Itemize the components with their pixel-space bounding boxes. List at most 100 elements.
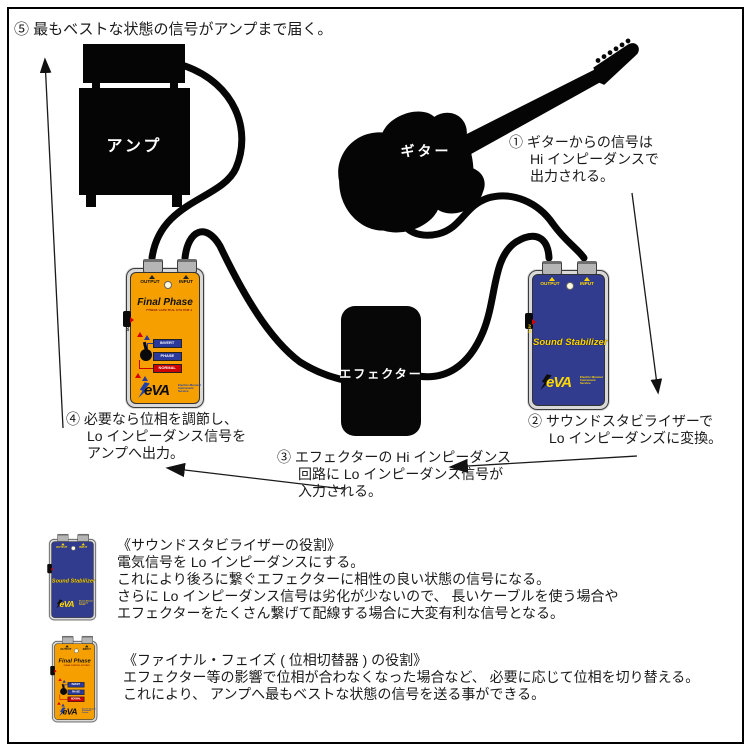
output-triangle-icon: [61, 543, 65, 546]
dc-jack-triangle-icon: [130, 317, 134, 323]
eva-logo: eVA Electric Musical Instrument Service: [540, 373, 604, 397]
eva-logo-text: eVA: [144, 382, 170, 399]
amp-label: アンプ: [106, 138, 163, 155]
output-triangle-icon: [549, 277, 555, 281]
dc-label: DC9V: [529, 324, 533, 333]
input-triangle-icon: [81, 543, 85, 546]
marker-triangle-icon: [57, 701, 61, 705]
input-label: INPUT: [82, 647, 91, 651]
marker-triangle-icon: [62, 679, 66, 683]
dc-jack-triangle-icon: [54, 669, 57, 673]
dc-jack-triangle-icon: [532, 319, 536, 325]
output-label: OUTPUT: [540, 282, 560, 287]
marker-triangle-icon: [137, 332, 143, 337]
flow-arrows: [39, 57, 663, 490]
legend-stabilizer-text: 《サウンドスタビライザーの役割》 電気信号を Lo インピーダンスにする。 これ…: [117, 537, 619, 621]
output-label: OUTPUT: [140, 280, 160, 285]
pedal-name: Sound Stabilizer: [533, 337, 608, 348]
eva-logo: eVA Electric Musical Instrument Service: [56, 599, 93, 613]
phase-toggle-switch[interactable]: [140, 341, 152, 361]
marker-triangle-icon: [61, 703, 65, 707]
dc-label: DC9V: [127, 322, 131, 331]
cables: [148, 62, 588, 384]
dc-jack: [47, 563, 52, 574]
dc-jack: [525, 313, 533, 329]
led-indicator: [74, 648, 79, 654]
marker-triangle-icon: [144, 335, 150, 340]
invert-label-plate: INVERT: [67, 682, 85, 688]
eva-logo-lines: Electric Musical Instrument Service: [580, 376, 603, 385]
output-jack: [542, 261, 562, 275]
cable-stabilizer-to-effector: [414, 233, 553, 381]
normal-label-plate: NORMAL: [153, 363, 182, 373]
pedal-face: OUTPUT INPUT Sound Stabilizer eVA Electr…: [47, 541, 96, 618]
input-triangle-icon: [183, 275, 189, 279]
marker-triangle-icon: [142, 376, 148, 381]
eva-logo-lines: Electric Musical Instrument Service: [178, 384, 201, 393]
cable-effector-to-finalphase: [181, 228, 348, 384]
step2-text: ② サウンドスタビライザーで Lo インピーダンズに変換。: [528, 413, 723, 446]
input-label: INPUT: [579, 282, 595, 287]
pedal-name: Sound Stabilizer: [51, 577, 96, 585]
step3-text: ③ エフェクターの Hi インピーダンス 回路に Lo インピーダンス信号が 入…: [277, 449, 512, 499]
output-triangle-icon: [149, 275, 155, 279]
pedal-subtitle: PHASE CONTROL SYSTEM 1: [146, 309, 193, 313]
final-phase-pedal: OUTPUT INPUT Final Phase PHASE CONTROL S…: [123, 259, 204, 408]
switch-connector-line: [59, 694, 69, 700]
output-jack: [143, 259, 163, 273]
final-phase-pedal-small: OUTPUT INPUT Final Phase PHASE CONTROL S…: [50, 635, 98, 723]
effector-label: エフェクター: [339, 367, 423, 381]
legend-finalphase-image: OUTPUT INPUT Final Phase PHASE CONTROL S…: [50, 634, 142, 751]
invert-label-plate: INVERT: [153, 339, 182, 348]
input-jack: [577, 261, 597, 275]
output-label: OUTPUT: [60, 647, 72, 651]
arrow-step1: [631, 192, 663, 395]
guitar-silhouette: [338, 38, 639, 233]
step1-text: ① ギターからの信号は Hi インピーダンスで 出力される。: [509, 134, 659, 184]
step5-text: ⑤ 最もベストな状態の信号がアンプまで届く。: [14, 21, 333, 38]
eva-logo-text: eVA: [59, 599, 74, 610]
arrow-step5: [39, 57, 64, 429]
marker-triangle-icon: [135, 373, 141, 378]
eva-logo: eVA Electric Musical Instrument Service: [59, 707, 96, 721]
pedal-face: OUTPUT INPUT Sound Stabilizer DC9V eVA E…: [525, 274, 608, 406]
output-triangle-icon: [65, 645, 69, 648]
pedal-face: OUTPUT INPUT Final Phase PHASE CONTROL S…: [50, 643, 96, 721]
input-jack: [177, 259, 197, 273]
page-border: [7, 7, 744, 744]
sound-stabilizer-pedal: OUTPUT INPUT Sound Stabilizer DC9V eVA E…: [525, 261, 609, 410]
switch-connector-line: [139, 360, 154, 369]
led-indicator: [71, 545, 76, 551]
amp-silhouette: [79, 44, 190, 207]
pedal-subtitle: PHASE CONTROL SYSTEM 1: [63, 664, 91, 667]
dc-jack-triangle-icon: [51, 567, 54, 571]
pedal-name: Final Phase: [58, 657, 91, 665]
eva-logo: eVA Electric Musical Instrument Service: [138, 381, 202, 405]
dc-jack: [50, 665, 55, 676]
effector-box: [341, 306, 421, 436]
phase-label-plate: PHASE: [67, 689, 85, 695]
dc-jack: [123, 311, 131, 327]
sound-stabilizer-pedal-small: OUTPUT INPUT Sound Stabilizer eVA Electr…: [47, 533, 96, 621]
arrow-step2: [448, 455, 638, 474]
phase-label-plate: PHASE: [153, 351, 182, 361]
marker-triangle-icon: [58, 678, 62, 682]
eva-logo-lines: Electric Musical Instrument Service: [82, 708, 96, 714]
arrow-step3: [165, 462, 345, 490]
step4-text: ④ 必要なら位相を調節し、 Lo インピーダンス信号を アンプへ出力。: [66, 411, 247, 461]
input-label: INPUT: [178, 280, 194, 285]
input-label: INPUT: [79, 545, 88, 549]
legend-stabilizer-image: OUTPUT INPUT Sound Stabilizer eVA Electr…: [47, 532, 139, 692]
led-indicator: [566, 282, 574, 290]
pedal-name: Final Phase: [137, 297, 193, 308]
guitar-label: ギター: [400, 143, 452, 159]
phase-toggle-switch: [60, 683, 68, 695]
output-label: OUTPUT: [56, 545, 68, 549]
led-indicator: [164, 281, 172, 289]
cable-guitar-to-stabilizer: [395, 192, 588, 262]
eva-logo-lines: Electric Musical Instrument Service: [79, 600, 93, 606]
eva-logo-text: eVA: [546, 374, 572, 391]
eva-logo-text: eVA: [62, 707, 77, 717]
